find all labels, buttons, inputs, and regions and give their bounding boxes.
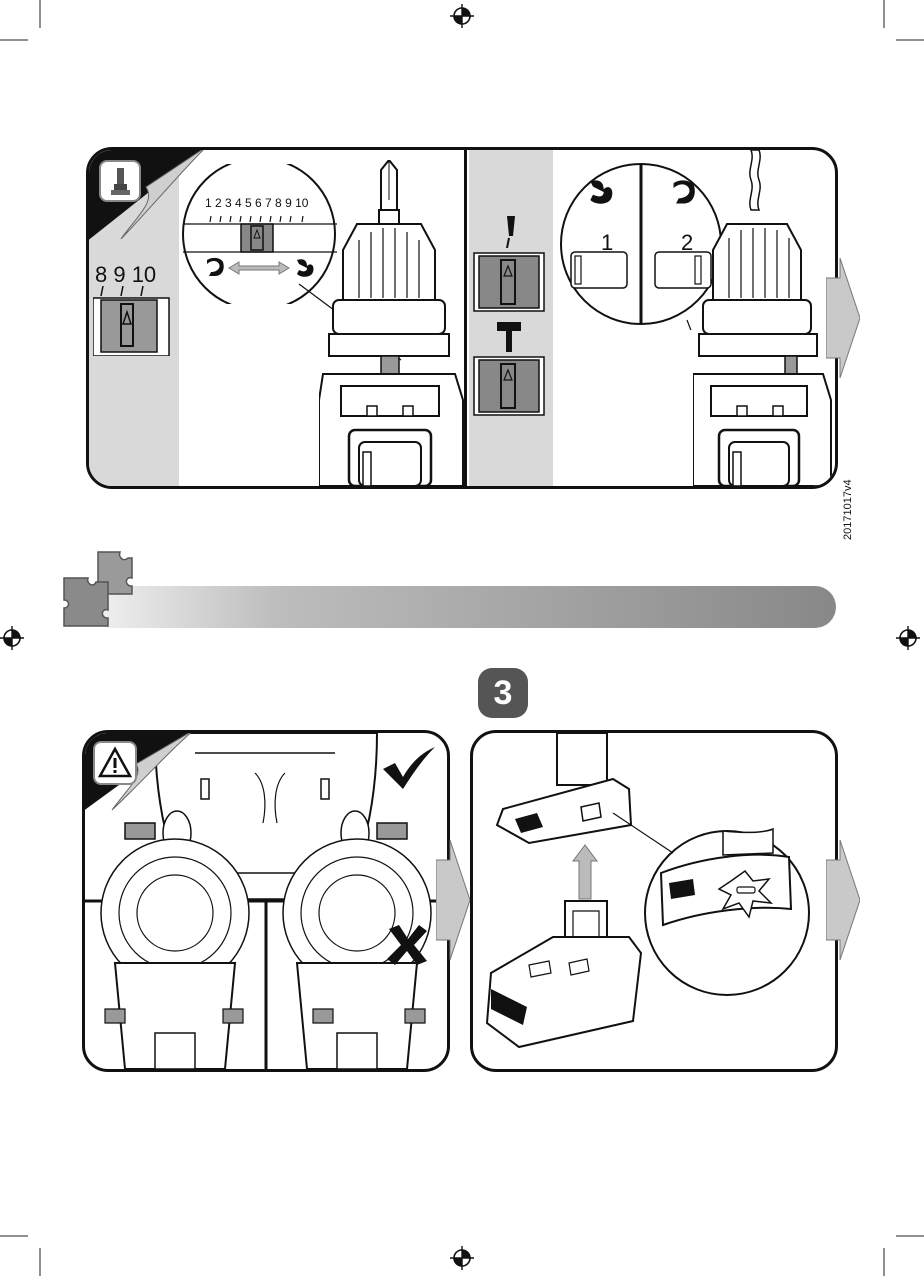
torque-numbers-zoom: 1 2 3 4 5 6 7 8 9 10 (205, 196, 308, 210)
mode-band (469, 150, 553, 486)
drill-mode-selector (473, 252, 545, 312)
torque-selector-large (93, 286, 173, 356)
torque-mode-panel: 8 9 10 1 2 3 4 5 6 7 8 9 10 (86, 147, 838, 489)
strong-arm-icon (585, 176, 617, 208)
warning-icon (93, 741, 137, 785)
next-arrow-icon (826, 258, 860, 378)
torque-numbers-large: 8 9 10 (95, 262, 156, 288)
registration-mark-icon (450, 4, 474, 28)
weak-arm-icon (205, 256, 227, 278)
check-icon (381, 745, 437, 791)
speed-label-2: 2 (681, 230, 693, 256)
screwdriver-icon (99, 160, 141, 202)
drill-illustration-speed (693, 150, 833, 486)
strong-arm-icon (293, 256, 317, 280)
next-arrow-icon (826, 840, 860, 960)
speed-label-1: 1 (601, 230, 613, 256)
next-arrow-icon (436, 840, 470, 960)
registration-mark-icon (450, 1246, 474, 1270)
section-header-bar (90, 586, 836, 628)
registration-mark-icon (0, 626, 24, 650)
hammer-mode-selector (473, 356, 545, 416)
puzzle-icon (58, 548, 158, 632)
cross-icon (385, 923, 431, 967)
step-number-badge: 3 (478, 668, 528, 718)
registration-mark-icon (896, 626, 920, 650)
battery-removal-panel (470, 730, 838, 1072)
drill-illustration-torque (319, 160, 469, 486)
document-code: 20171017v4 (842, 479, 854, 540)
drill-bit-icon (501, 216, 521, 248)
grip-warning-panel (82, 730, 450, 1072)
battery-removal-illustration (473, 733, 835, 1069)
hammer-icon (495, 322, 523, 352)
